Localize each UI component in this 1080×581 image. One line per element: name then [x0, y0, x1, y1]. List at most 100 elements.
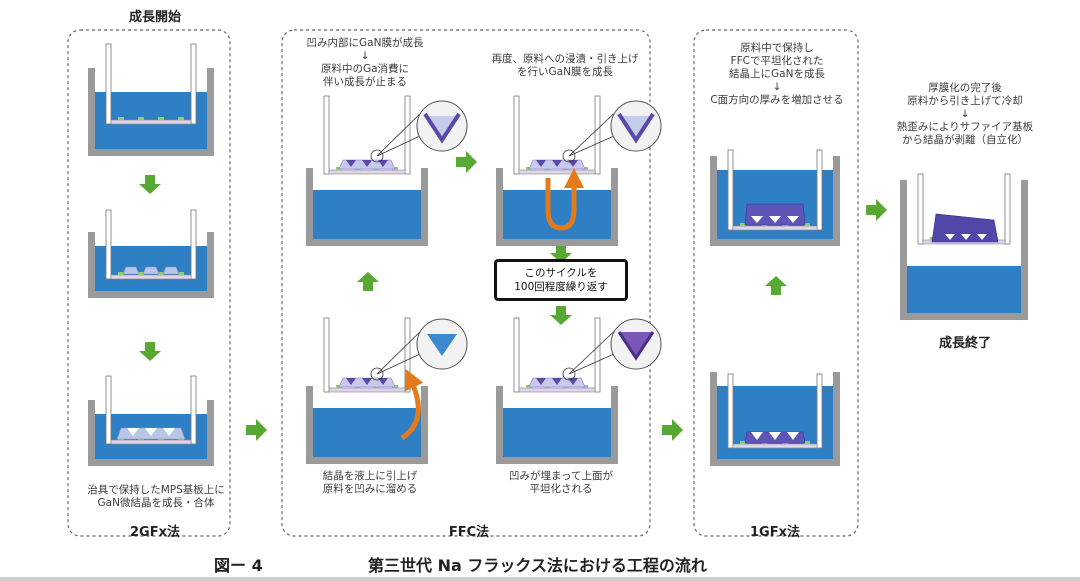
seed-crystal	[804, 441, 810, 444]
vessel-wall-left	[306, 168, 313, 246]
zoom-line	[376, 353, 421, 375]
gan-recess-filled	[378, 160, 388, 167]
jig-rod-left	[727, 149, 734, 231]
jig-rod-left	[105, 43, 112, 125]
arrow-down-ffc-right-upper	[550, 244, 572, 263]
arrow-up-1gfx	[765, 276, 787, 295]
vessel-floor	[306, 457, 428, 464]
zoom-source-circle	[562, 149, 576, 163]
vessel-wall-right	[421, 386, 428, 464]
jig-rod-left	[917, 173, 924, 245]
jig-rod-left	[105, 209, 112, 280]
seed-crystal	[118, 272, 124, 275]
vessel-growth-end	[900, 173, 1028, 320]
vessel-wall-right	[207, 232, 214, 298]
jig-rod-right	[190, 43, 197, 125]
vessel-floor	[710, 239, 840, 246]
heading-growth-end: 成長終了	[938, 336, 991, 351]
jig-rod-left	[727, 373, 734, 449]
seed-crystal	[804, 223, 810, 226]
substrate-plate	[518, 169, 596, 175]
zoom-ffc-top-right	[562, 100, 662, 163]
zoom-line	[376, 135, 421, 157]
zoom-gan-film	[423, 112, 461, 144]
zoom-ffc-bottom-right	[562, 318, 662, 381]
jig-rod-right	[404, 95, 411, 175]
zoom-recess-liquid	[427, 334, 457, 356]
vessel-wall-right	[611, 386, 618, 464]
arrow-down-ffc-right-lower	[550, 306, 572, 325]
gan-island	[162, 266, 180, 275]
substrate-plate	[732, 225, 818, 231]
gan-recess-filled	[346, 378, 356, 385]
jig-rod-right	[190, 209, 197, 280]
frame-2gfx	[67, 29, 231, 537]
melt-liquid	[503, 408, 611, 457]
jig-rod-left	[323, 95, 330, 175]
vessel-1gfx-bottom	[710, 372, 840, 466]
seed-crystal	[138, 117, 144, 120]
gan-recess	[961, 234, 971, 240]
substrate-plate	[732, 443, 818, 449]
note-ffc-top-left: 凹み内部にGaN膜が成長 ↓ 原料中のGa消費に 伴い成長が止まる	[306, 37, 424, 88]
arrow-down-2gfx-2	[139, 342, 161, 361]
arrow-right-to-end	[866, 199, 887, 221]
zoom-recess-filled	[619, 332, 653, 358]
jig-rod-right	[1004, 173, 1011, 245]
zoom-gan-film	[617, 112, 655, 144]
vessel-floor	[496, 457, 618, 464]
arrow-down-2gfx-1	[139, 175, 161, 194]
gan-recess-filled	[552, 160, 562, 167]
gan-recess-filled	[362, 378, 372, 385]
gan-recess-filled	[536, 378, 546, 385]
zoom-source-circle	[370, 367, 384, 381]
zoom-gan-film	[617, 331, 655, 361]
gan-recess	[787, 432, 799, 440]
gan-thick-layer	[744, 203, 806, 226]
seed-crystal	[178, 272, 184, 275]
vessel-wall-left	[88, 232, 95, 298]
jig-rod-left	[323, 317, 330, 393]
gan-recess	[769, 432, 781, 440]
seed-crystal	[118, 117, 124, 120]
vessel-wall-right	[833, 372, 840, 466]
vessel-wall-left	[900, 180, 907, 320]
substrate-plate	[518, 387, 596, 393]
vessel-floor	[710, 459, 840, 466]
gan-recess	[163, 428, 175, 436]
gan-recess	[145, 428, 157, 436]
substrate-plate	[110, 274, 192, 280]
zoom-source-circle	[562, 367, 576, 381]
vessel-wall-left	[710, 156, 717, 246]
vessel-2gfx-3	[88, 375, 214, 466]
vessel-floor	[900, 313, 1028, 320]
note-ffc-bottom-right: 凹みが埋まって上面が 平坦化される	[508, 470, 614, 495]
note-ffc-top-right: 再度、原料への浸漬・引き上げ を行いGaN膜を成長	[491, 53, 639, 78]
substrate-plate	[110, 119, 192, 125]
arrow-right-to-1gfx	[662, 419, 683, 441]
note-1gfx-top: 原料中で保持し FFCで平坦化された 結晶上にGaNを成長 ↓ C面方向の厚みを…	[710, 42, 844, 106]
vessel-ffc-top-left	[306, 95, 428, 246]
jig-rod-right	[594, 95, 601, 175]
gan-recess	[751, 216, 763, 223]
jig-rod-right	[594, 317, 601, 393]
vessel-wall-right	[421, 168, 428, 246]
jig-rod-right	[816, 373, 823, 449]
substrate-plate	[328, 387, 406, 393]
vessel-wall-left	[496, 386, 503, 464]
gan-recess	[787, 216, 799, 223]
zoom-recess-liquid	[621, 116, 651, 138]
vessel-floor	[306, 239, 428, 246]
section-label-1gfx: 1GFx法	[750, 525, 800, 540]
gan-recess-filled	[552, 378, 562, 385]
arrow-right-to-ffc	[246, 419, 267, 441]
seed-crystal	[158, 117, 164, 120]
cycle-repeat-box: このサイクルを 100回程度繰り返す	[494, 259, 628, 301]
melt-liquid	[503, 190, 611, 239]
zoom-ffc-top-left	[370, 100, 468, 163]
vessel-wall-right	[207, 400, 214, 466]
jig-rod-right	[404, 317, 411, 393]
figure-number: 図ー 4	[214, 556, 263, 575]
substrate-plate	[110, 439, 192, 445]
